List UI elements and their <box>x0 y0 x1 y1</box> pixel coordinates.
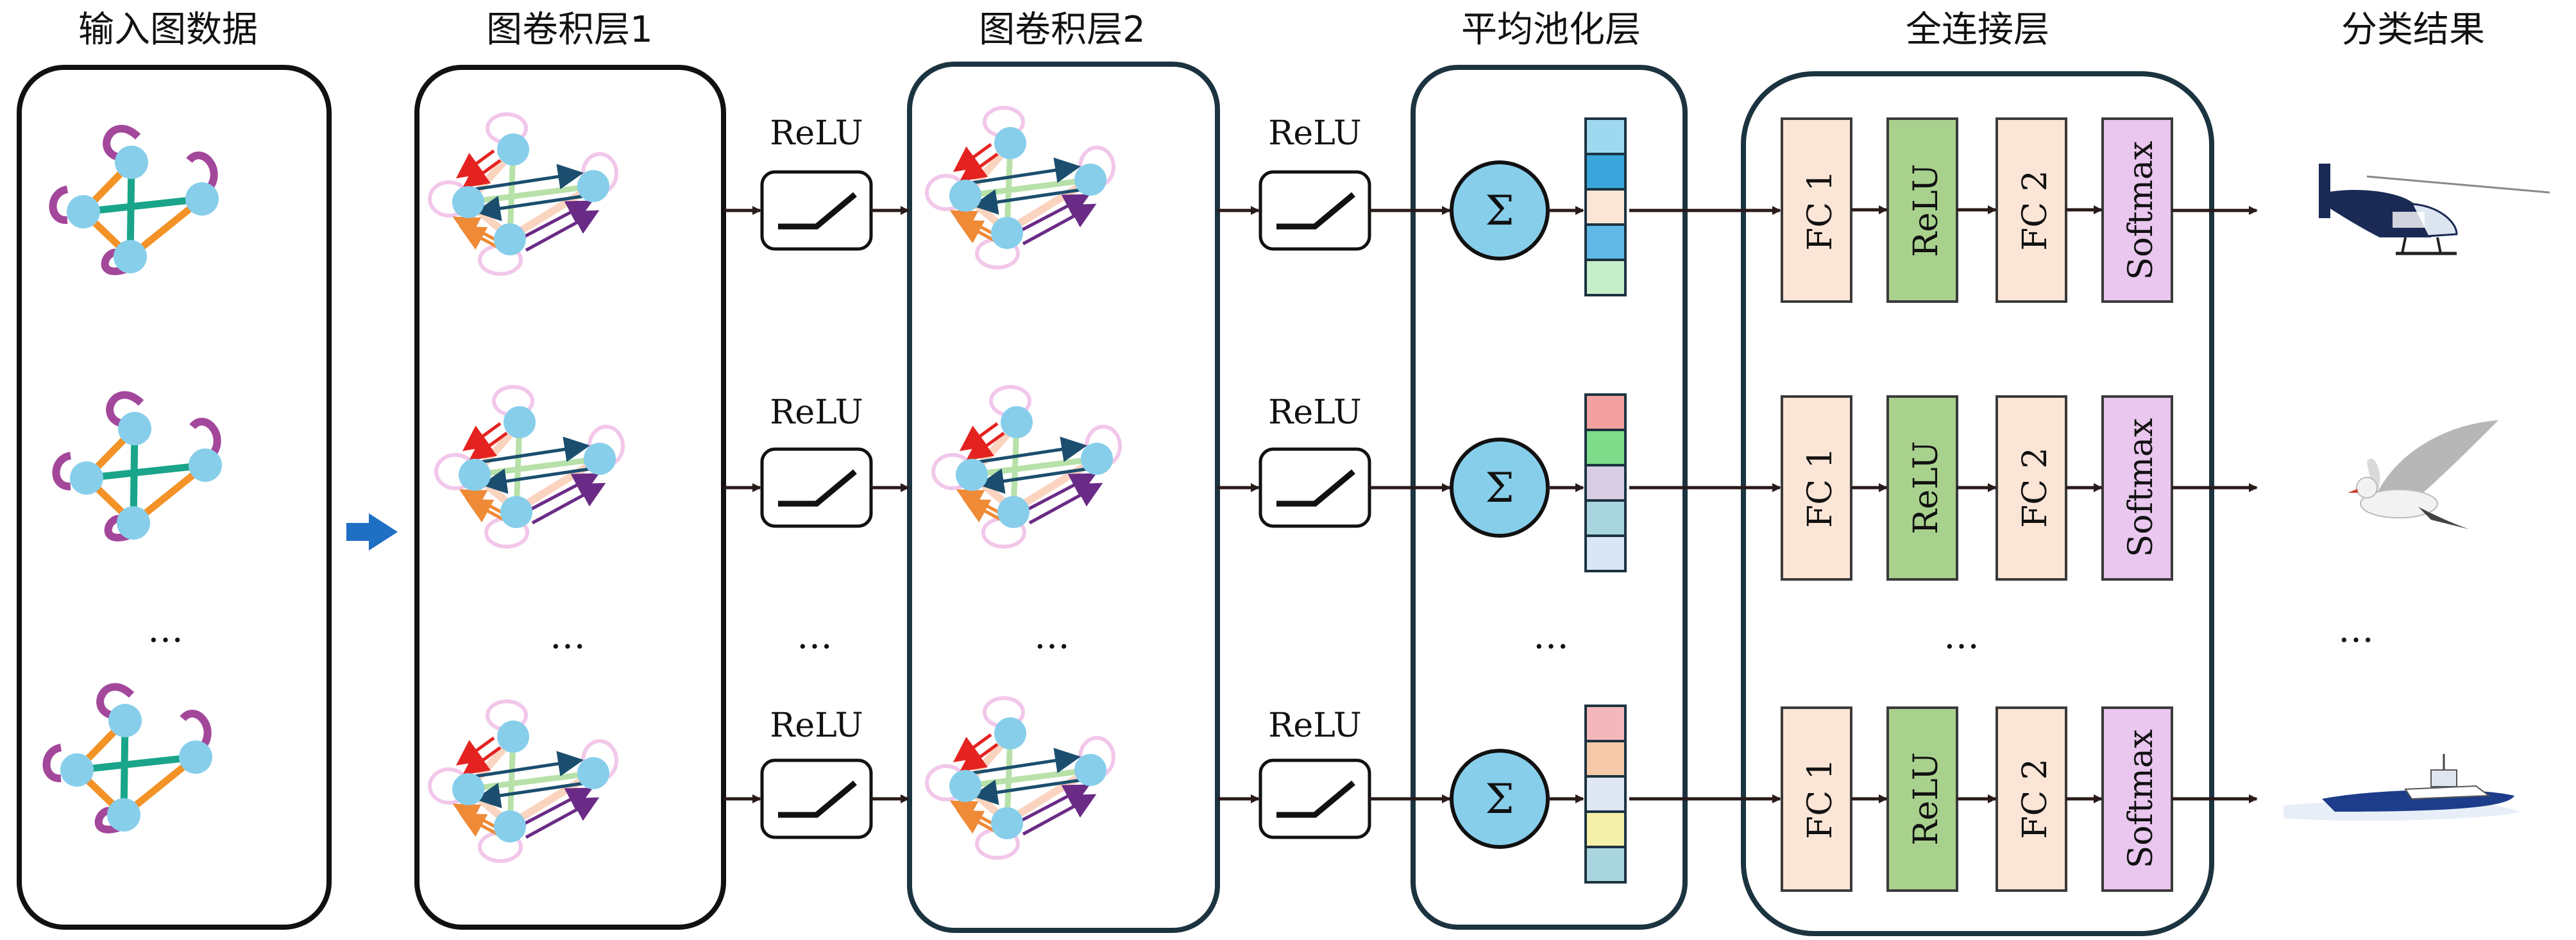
relu1-ellipsis: … <box>797 615 833 657</box>
arrow-right-icon <box>346 513 398 551</box>
input-graph-3 <box>47 687 213 832</box>
input-ellipsis: … <box>148 609 183 651</box>
title-conv1: 图卷积层1 <box>486 9 653 51</box>
vector-cell <box>1584 393 1627 431</box>
relu-label: ReLU <box>1268 706 1361 745</box>
conv2-graph-2 <box>933 387 1120 547</box>
vector-cell <box>1584 846 1627 884</box>
vector-cell <box>1584 223 1627 261</box>
title-conv2: 图卷积层2 <box>979 9 1146 51</box>
pool-row-3: Σ <box>1452 705 1627 884</box>
title-result: 分类结果 <box>2341 9 2485 51</box>
vector-cell <box>1584 117 1627 155</box>
pool-vector-3 <box>1584 705 1627 884</box>
conv1-ellipsis: … <box>550 615 586 657</box>
pool-row-2: Σ <box>1452 393 1627 572</box>
vector-cell <box>1584 429 1627 466</box>
input-graph-1 <box>53 129 219 273</box>
relu-block-2-row1: ReLU <box>1217 114 1451 249</box>
fc2-label: FC 2 <box>2016 170 2055 250</box>
relu-label: ReLU <box>770 706 863 745</box>
fc-frame <box>1741 71 2214 936</box>
fc-row-3: FC 1 ReLU FC 2 Softmax <box>1782 708 2172 891</box>
softmax-label: Softmax <box>2122 730 2160 869</box>
fc1-label: FC 1 <box>1801 447 1840 527</box>
input-frame <box>17 65 332 930</box>
title-input: 输入图数据 <box>78 9 258 51</box>
relu-label: ReLU <box>770 393 863 432</box>
fc-row-1: FC 1 ReLU FC 2 Softmax <box>1782 119 2172 302</box>
relu-block-2-row3: ReLU <box>1217 706 1451 837</box>
vector-cell <box>1584 534 1627 572</box>
conv1-graph-1 <box>430 114 616 274</box>
relu-label: ReLU <box>1907 752 1945 845</box>
softmax-label: Softmax <box>2122 418 2160 558</box>
softmax-label: Softmax <box>2122 141 2160 280</box>
title-pool: 平均池化层 <box>1461 9 1641 51</box>
helicopter-image <box>2319 164 2550 255</box>
conv2-ellipsis: … <box>1034 615 1070 657</box>
input-graph-2 <box>56 395 223 540</box>
pool-frame <box>1411 65 1688 930</box>
relu-label: ReLU <box>1907 164 1945 257</box>
seagull-image <box>2348 420 2498 529</box>
fc1-label: FC 1 <box>1801 170 1840 250</box>
sum-icon: Σ <box>1485 187 1514 235</box>
vector-cell <box>1584 153 1627 191</box>
conv1-frame <box>414 65 726 930</box>
pool-ellipsis: … <box>1533 615 1569 657</box>
vector-cell <box>1584 499 1627 537</box>
sum-icon: Σ <box>1485 776 1514 823</box>
relu-block-1-row1: ReLU <box>724 114 910 249</box>
vector-cell <box>1584 464 1627 502</box>
sum-icon: Σ <box>1485 465 1514 512</box>
vector-cell <box>1584 740 1627 778</box>
fc-row-2: FC 1 ReLU FC 2 Softmax <box>1782 397 2172 579</box>
fc2-label: FC 2 <box>2016 447 2055 527</box>
title-fc: 全连接层 <box>1906 9 2049 51</box>
fc-ellipsis: … <box>1944 615 1979 657</box>
vector-cell <box>1584 810 1627 848</box>
relu-label: ReLU <box>1907 441 1945 534</box>
conv1-graph-3 <box>430 701 616 861</box>
conv2-graph-3 <box>927 698 1114 858</box>
vector-cell <box>1584 705 1627 742</box>
relu-block-1-row2: ReLU <box>724 393 910 526</box>
relu-label: ReLU <box>1268 114 1361 153</box>
relu-block-1-row3: ReLU <box>724 706 910 837</box>
result-ellipsis: … <box>2338 609 2374 651</box>
vector-cell <box>1584 775 1627 813</box>
relu-block-2-row2: ReLU <box>1217 393 1451 526</box>
relu-label: ReLU <box>770 114 863 153</box>
relu-label: ReLU <box>1268 393 1361 432</box>
vector-cell <box>1584 259 1627 296</box>
conv2-graph-1 <box>927 108 1114 268</box>
vector-cell <box>1584 188 1627 226</box>
fc1-label: FC 1 <box>1801 758 1840 839</box>
conv1-graph-2 <box>436 387 623 547</box>
boat-image <box>2284 754 2521 821</box>
pool-vector-1 <box>1584 117 1627 296</box>
conv2-frame <box>907 62 1220 933</box>
fc2-label: FC 2 <box>2016 758 2055 839</box>
pool-vector-2 <box>1584 393 1627 572</box>
pool-row-1: Σ <box>1452 117 1627 296</box>
